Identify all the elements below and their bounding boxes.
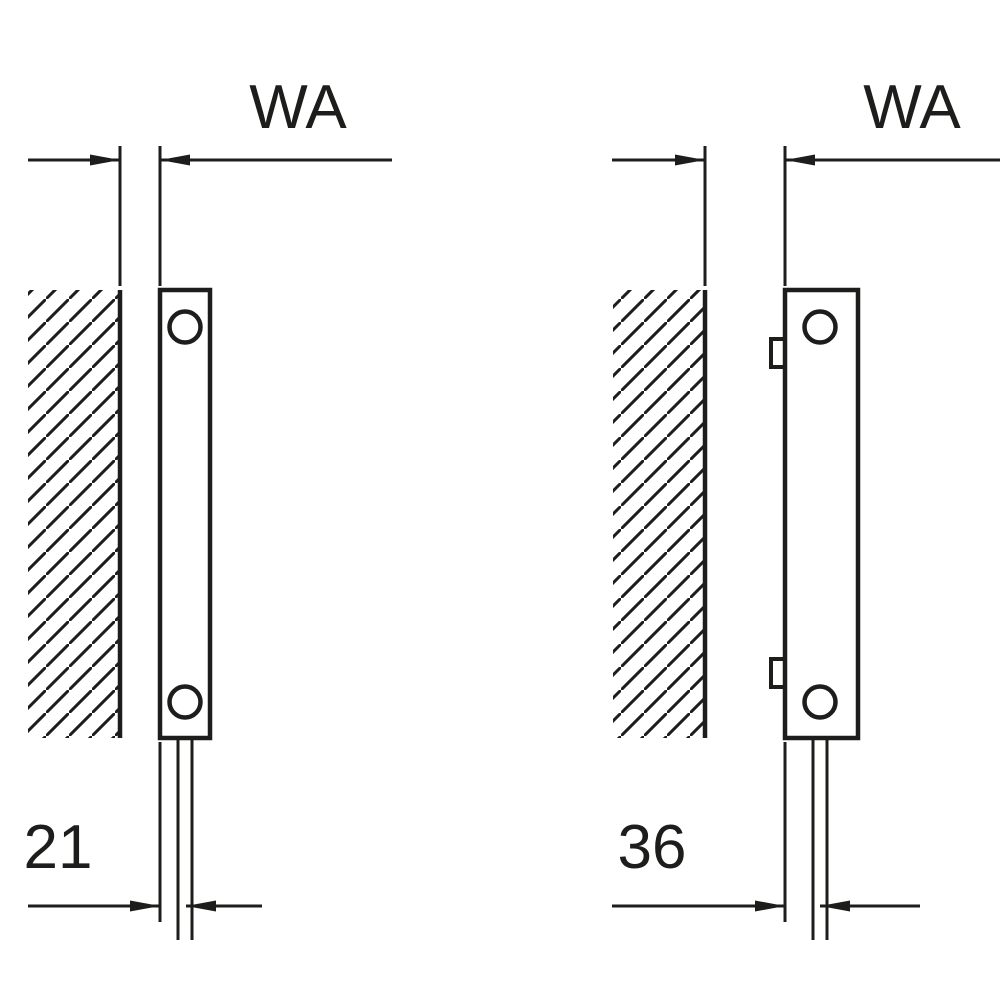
dimension-arrow-icon [90, 154, 120, 166]
bottom-pipe-connection [167, 684, 203, 720]
radiator-body [157, 287, 213, 741]
wall-bracket [769, 657, 785, 689]
pipe-offset-value: 36 [618, 813, 687, 882]
dimension-arrow-icon [186, 900, 216, 912]
dimension-arrow-icon [820, 900, 850, 912]
radiator-body [782, 287, 861, 741]
dimension-arrow-icon [160, 154, 190, 166]
dimension-arrow-icon [785, 154, 815, 166]
wall-distance-label: WA [863, 73, 961, 142]
bottom-pipe-connection [802, 684, 838, 720]
wall-hatching [28, 290, 118, 738]
top-pipe-connection [802, 309, 838, 345]
dimension-arrow-icon [130, 900, 160, 912]
wall-distance-label: WA [249, 73, 347, 142]
wall-bracket [769, 337, 785, 369]
right-view: WA 36 [612, 73, 1000, 940]
dimension-arrow-icon [755, 900, 785, 912]
dimension-arrow-icon [675, 154, 705, 166]
pipe-offset-value: 21 [24, 813, 93, 882]
wall-hatching [613, 290, 703, 738]
top-pipe-connection [167, 309, 203, 345]
left-view: WA 21 [24, 73, 392, 940]
